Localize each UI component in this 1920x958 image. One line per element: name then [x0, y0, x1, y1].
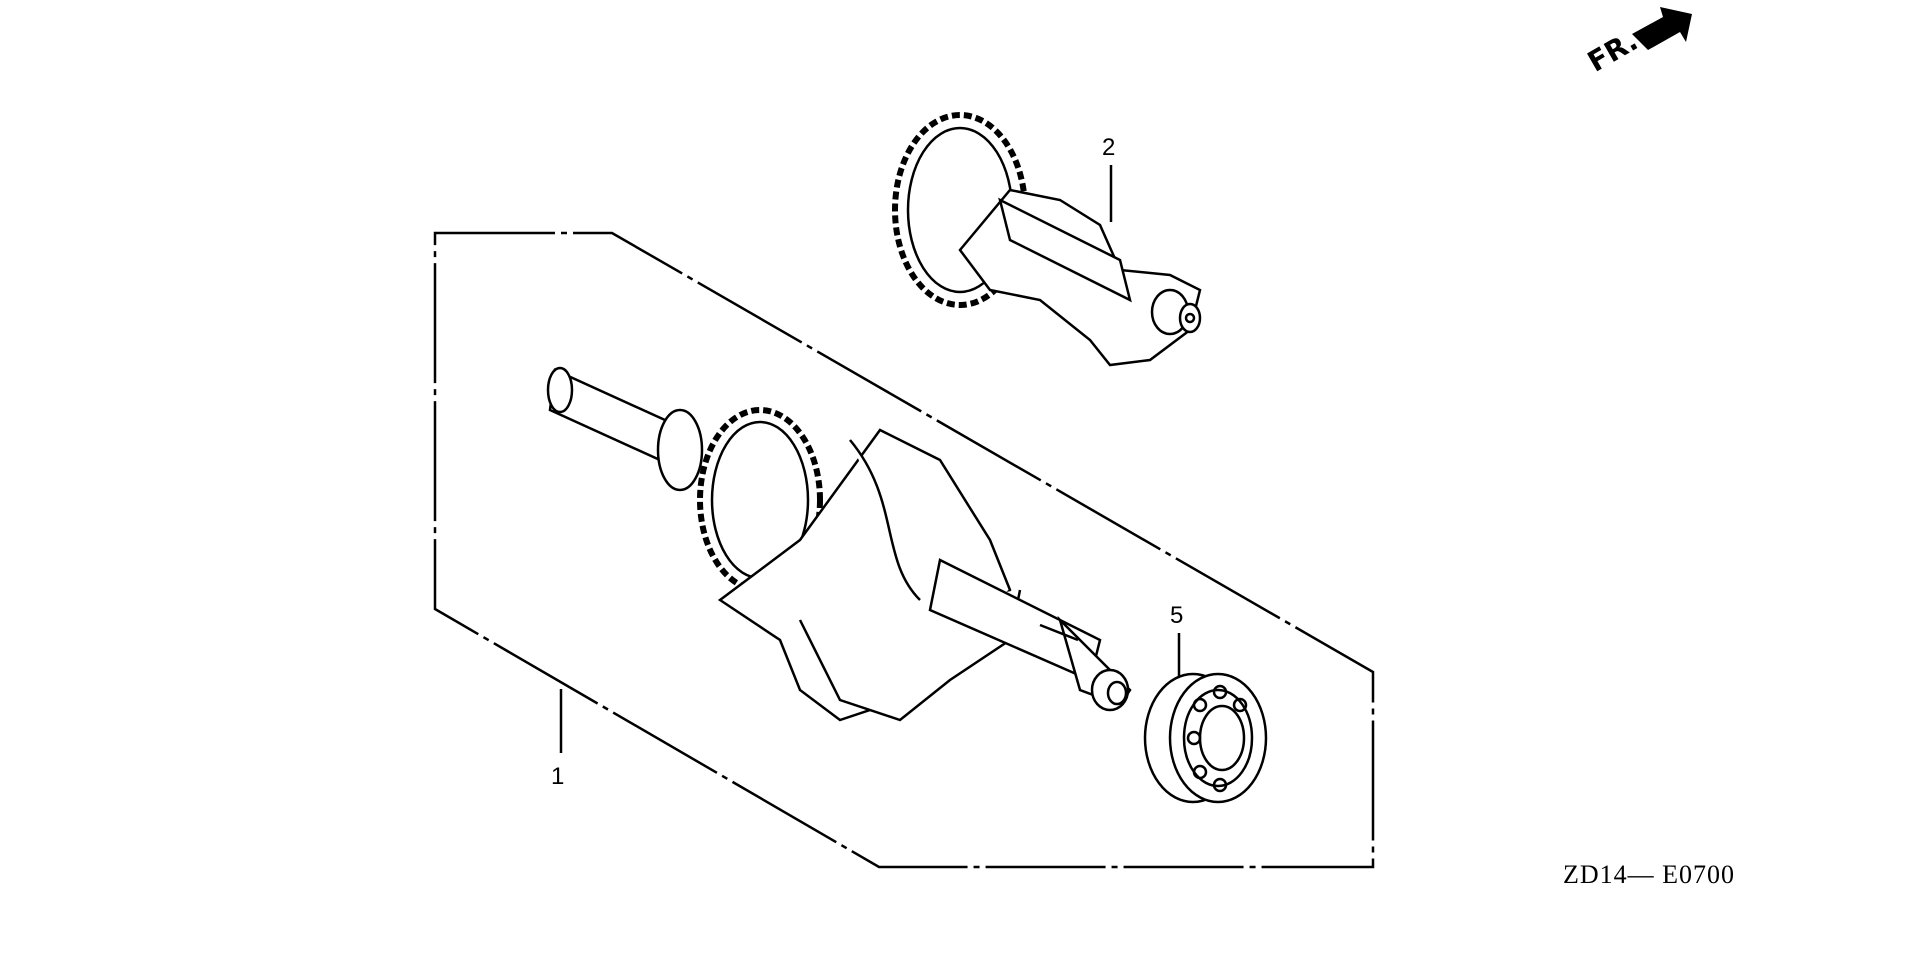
front-direction-arrow-icon: [1632, 7, 1692, 50]
crankshaft-part-1: [546, 366, 1132, 722]
ball-bearing-part-5: [1143, 672, 1268, 804]
callout-1[interactable]: 1: [551, 763, 565, 790]
callout-2[interactable]: 2: [1102, 134, 1116, 161]
balancer-shaft-part-2: [892, 112, 1202, 367]
drawing-code: ZD14— E0700: [1563, 860, 1736, 889]
callout-5[interactable]: 5: [1170, 602, 1184, 629]
assembly-frame: [433, 231, 1375, 869]
